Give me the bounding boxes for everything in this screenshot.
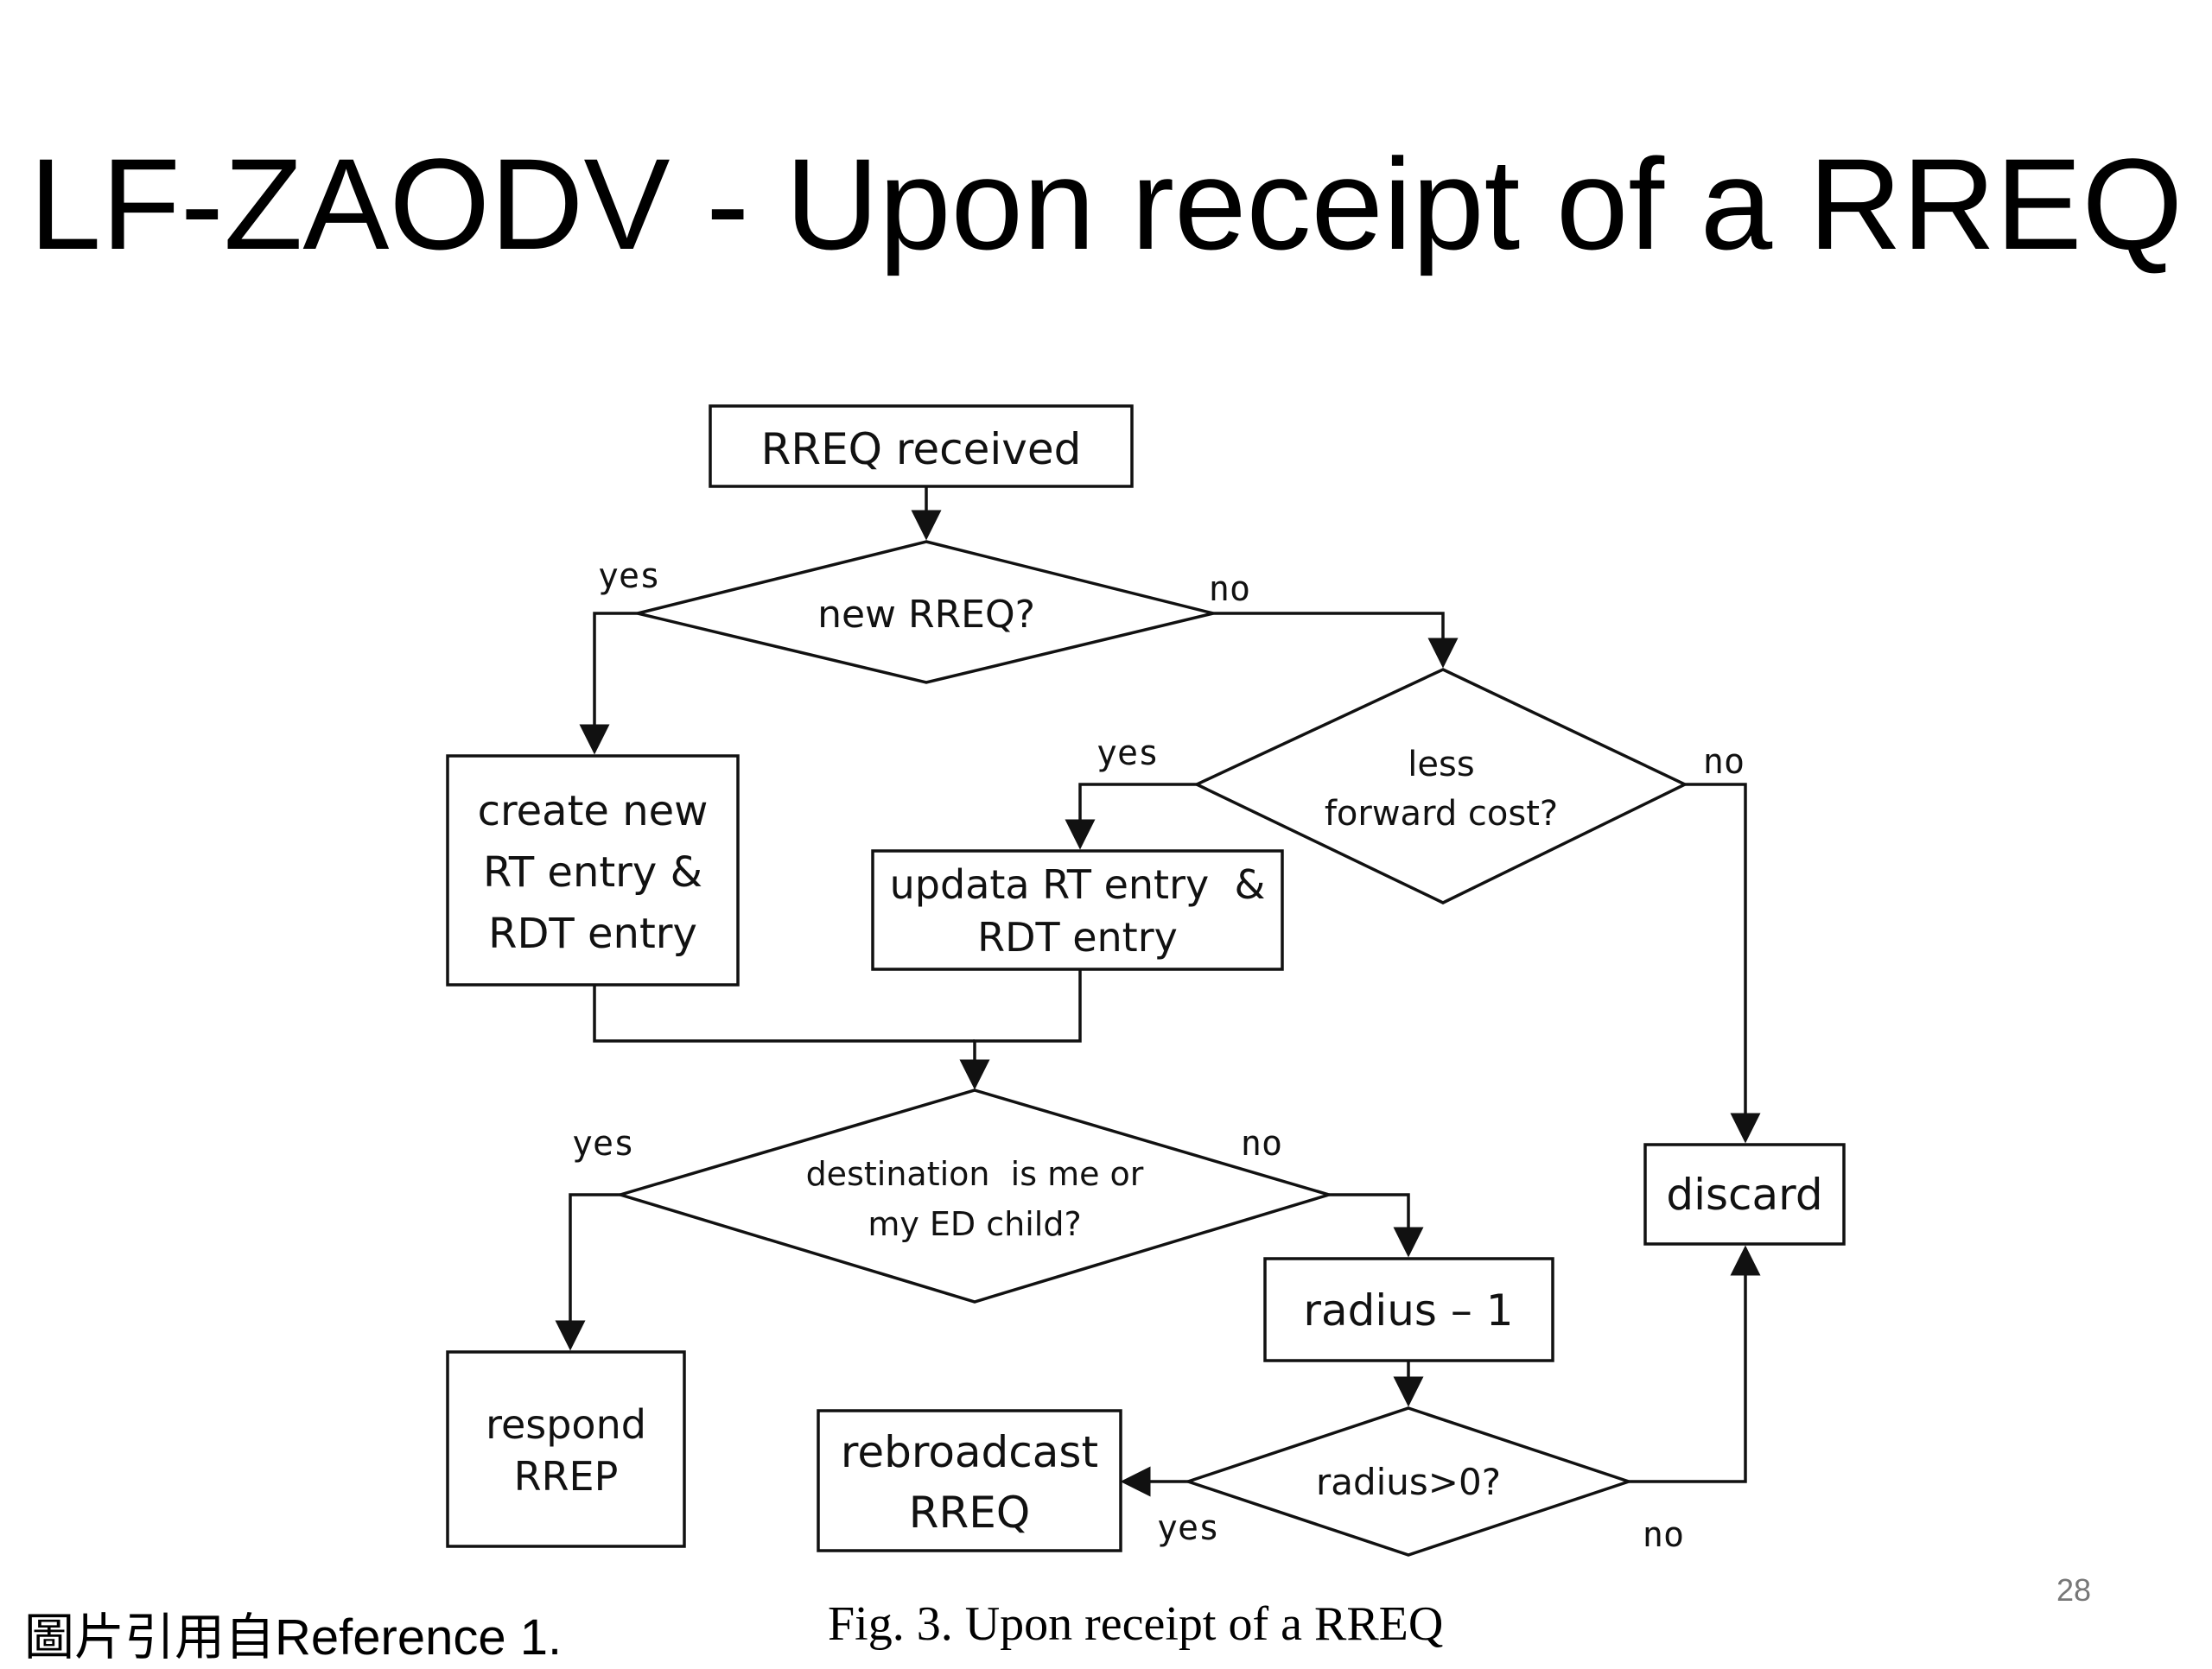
node-radius-check-label: radius>0? <box>1316 1461 1501 1503</box>
node-create-new-line2: RT entry & <box>483 848 702 897</box>
edge-radius-no <box>1629 1245 1761 1483</box>
edge-less-yes <box>1065 783 1197 850</box>
node-update-line1: updata RT entry & <box>890 861 1266 908</box>
edge-destination-yes <box>555 1193 620 1351</box>
page-number: 28 <box>2056 1572 2091 1608</box>
label-radius-yes: yes <box>1157 1508 1219 1548</box>
node-new-rreq-label: new RREQ? <box>817 593 1035 637</box>
label-new-no: no <box>1209 569 1250 609</box>
flowchart-edges <box>555 486 1761 1497</box>
node-rebroadcast-line2: RREQ <box>909 1488 1030 1538</box>
edge-less-no <box>1685 783 1761 1144</box>
node-destination-check: destination is me or my ED child? <box>614 1088 1335 1304</box>
node-respond-rrep: respond RREP <box>446 1350 686 1548</box>
node-update-rt-entry: updata RT entry & RDT entry <box>871 849 1284 971</box>
node-rebroadcast-rreq: rebroadcast RREQ <box>817 1409 1122 1552</box>
node-radius-check: radius>0? <box>1183 1406 1634 1557</box>
node-create-new-line1: create new <box>478 787 709 835</box>
edge-destination-no <box>1329 1193 1424 1258</box>
node-create-new-line3: RDT entry <box>488 910 697 958</box>
node-new-rreq: new RREQ? <box>637 540 1214 684</box>
edge-new-yes <box>579 612 638 755</box>
label-destination-no: no <box>1241 1124 1282 1164</box>
node-less-cost-line1: less <box>1408 745 1474 784</box>
edge-create-merge <box>593 985 975 1043</box>
label-new-yes: yes <box>598 556 660 596</box>
node-destination-line2: my ED child? <box>868 1205 1081 1243</box>
node-less-cost-line2: forward cost? <box>1325 794 1558 834</box>
slide-title: LF-ZAODV - Upon receipt of a RREQ <box>29 131 2183 276</box>
node-less-forward-cost: less forward cost? <box>1192 668 1689 904</box>
flowchart-edge-labels: yes no yes no yes no yes no <box>572 556 1745 1555</box>
node-discard: discard <box>1643 1143 1846 1246</box>
node-create-new: create new RT entry & RDT entry <box>446 754 740 987</box>
label-radius-no: no <box>1643 1515 1684 1555</box>
node-rebroadcast-line1: rebroadcast <box>841 1427 1098 1477</box>
node-respond-line2: RREP <box>514 1453 619 1500</box>
figure-caption: Fig. 3. Upon receipt of a RREQ <box>828 1597 1444 1651</box>
node-radius-minus-label: radius – 1 <box>1303 1285 1513 1336</box>
node-respond-line1: respond <box>486 1401 646 1448</box>
node-discard-label: discard <box>1666 1170 1822 1220</box>
label-less-no: no <box>1703 742 1745 782</box>
node-destination-line1: destination is me or <box>806 1155 1144 1193</box>
label-less-yes: yes <box>1096 733 1159 773</box>
node-rreq-received-label: RREQ received <box>761 424 1082 474</box>
node-update-line2: RDT entry <box>977 914 1178 961</box>
node-radius-minus-one: radius – 1 <box>1263 1257 1554 1362</box>
citation-text: 圖片引用自Reference 1. <box>24 1609 563 1666</box>
label-destination-yes: yes <box>572 1124 634 1164</box>
edge-update-merge <box>959 969 1082 1090</box>
edge-new-no <box>1213 612 1459 669</box>
node-rreq-received: RREQ received <box>709 404 1134 488</box>
